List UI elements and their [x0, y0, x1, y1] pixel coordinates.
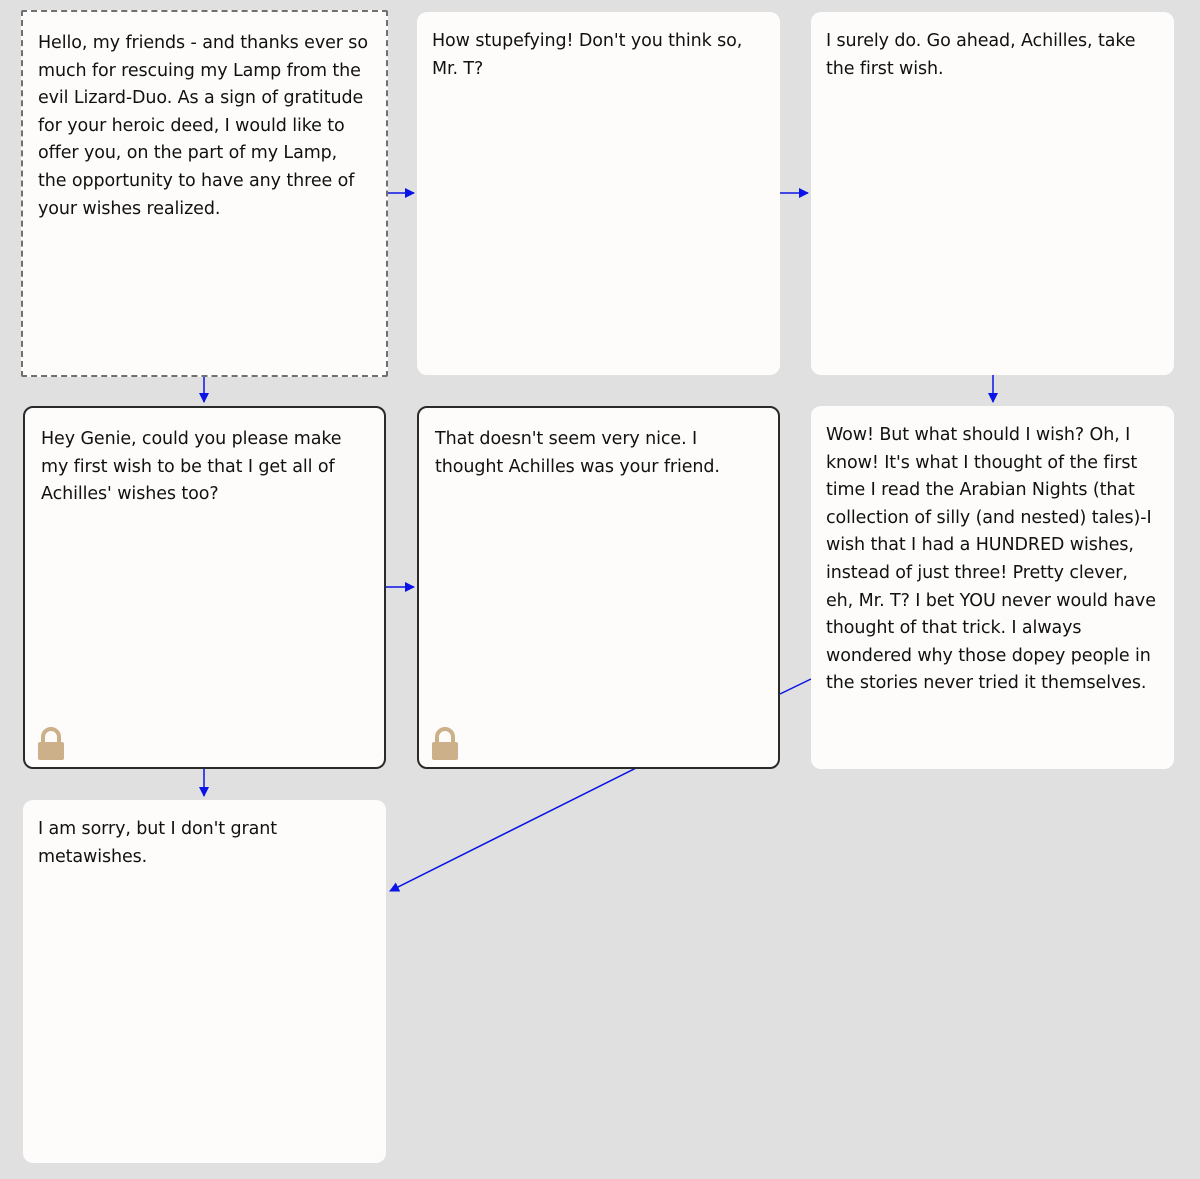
passage-card[interactable]: Wow! But what should I wish? Oh, I know!… [811, 406, 1174, 769]
passage-text: How stupefying! Don't you think so, Mr. … [432, 31, 743, 79]
passage-text: That doesn't seem very nice. I thought A… [435, 429, 720, 477]
lock-icon [432, 727, 458, 760]
passage-text: Wow! But what should I wish? Oh, I know!… [826, 425, 1156, 694]
passage-card[interactable]: I am sorry, but I don't grant metawishes… [23, 800, 386, 1163]
passage-card[interactable]: Hey Genie, could you please make my firs… [23, 406, 386, 769]
passage-text: I am sorry, but I don't grant metawishes… [38, 819, 278, 867]
link-arrow [389, 767, 637, 892]
passage-card[interactable]: Hello, my friends - and thanks ever so m… [21, 10, 388, 377]
passage-text: Hello, my friends - and thanks ever so m… [38, 33, 368, 219]
passage-card[interactable]: I surely do. Go ahead, Achilles, take th… [811, 12, 1174, 375]
passage-card[interactable]: How stupefying! Don't you think so, Mr. … [417, 12, 780, 375]
link-arrow [779, 678, 812, 695]
passage-card[interactable]: That doesn't seem very nice. I thought A… [417, 406, 780, 769]
lock-icon [38, 727, 64, 760]
passage-text: I surely do. Go ahead, Achilles, take th… [826, 31, 1136, 79]
passage-text: Hey Genie, could you please make my firs… [41, 429, 342, 505]
